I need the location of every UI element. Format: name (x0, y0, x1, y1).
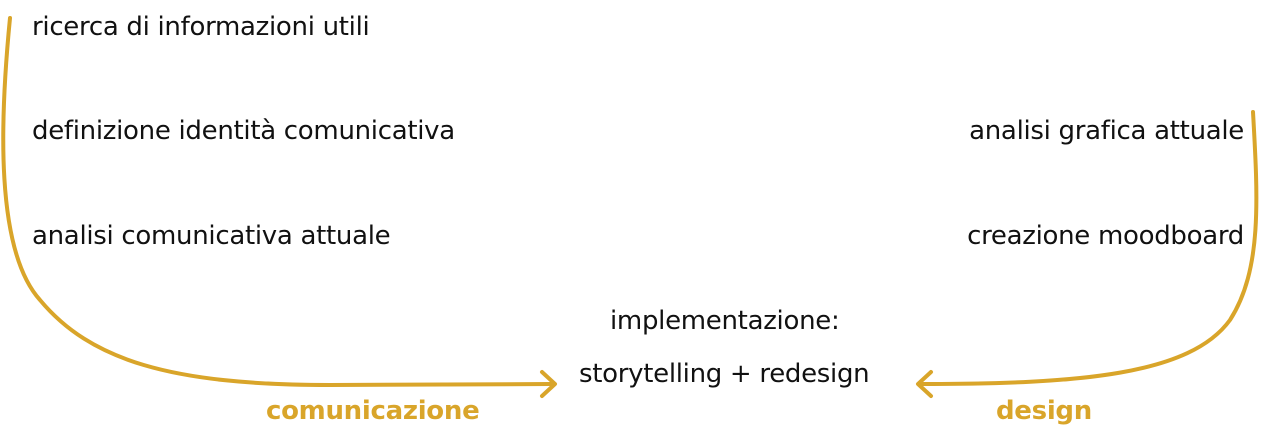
step-creazione-moodboard: creazione moodboard (967, 221, 1244, 251)
center-title: implementazione: (610, 306, 840, 336)
step-ricerca-informazioni: ricerca di informazioni utili (32, 12, 370, 42)
flow-label-design: design (996, 396, 1092, 426)
step-analisi-comunicativa: analisi comunicativa attuale (32, 221, 391, 251)
left-flow-arrow (1, 16, 554, 388)
left-arrowhead-icon (540, 370, 557, 398)
right-arrowhead-icon (916, 370, 933, 398)
step-analisi-grafica: analisi grafica attuale (969, 116, 1244, 146)
flow-label-comunicazione: comunicazione (266, 396, 480, 426)
center-subtitle: storytelling + redesign (579, 359, 870, 389)
right-flow-arrow (918, 110, 1259, 386)
step-definizione-identita: definizione identità comunicativa (32, 116, 455, 146)
